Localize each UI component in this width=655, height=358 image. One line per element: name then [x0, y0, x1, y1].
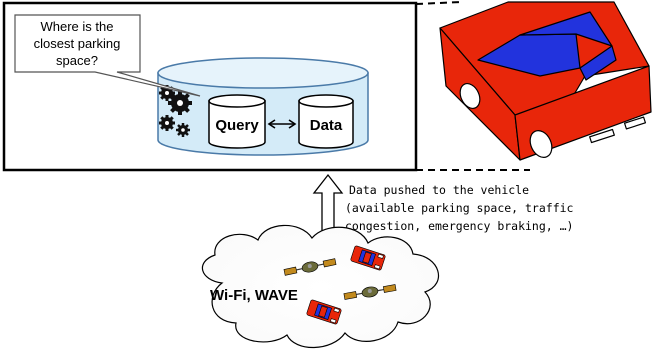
callout-line-2: closest parking	[34, 36, 121, 51]
push-line-3: congestion, emergency braking, …)	[345, 219, 573, 233]
car-icon	[306, 299, 342, 325]
satellite-icon	[283, 258, 337, 276]
callout-line-3: space?	[56, 53, 98, 68]
callout-bubble	[14, 14, 201, 97]
query-data-arrow	[267, 119, 297, 129]
query-cylinder	[208, 94, 266, 149]
push-line-1: Data pushed to the vehicle	[349, 183, 529, 197]
push-line-2: (available parking space, traffic	[345, 201, 573, 215]
cloud-label: Wi-Fi, WAVE	[210, 287, 298, 304]
data-label: Data	[310, 117, 343, 134]
car-icon	[350, 245, 386, 271]
satellite-icon	[343, 284, 397, 300]
callout-line-1: Where is the	[41, 19, 114, 34]
car-icon	[439, 1, 652, 161]
zoom-lines	[415, 1, 530, 171]
query-label: Query	[215, 117, 259, 134]
data-cylinder	[298, 94, 354, 149]
